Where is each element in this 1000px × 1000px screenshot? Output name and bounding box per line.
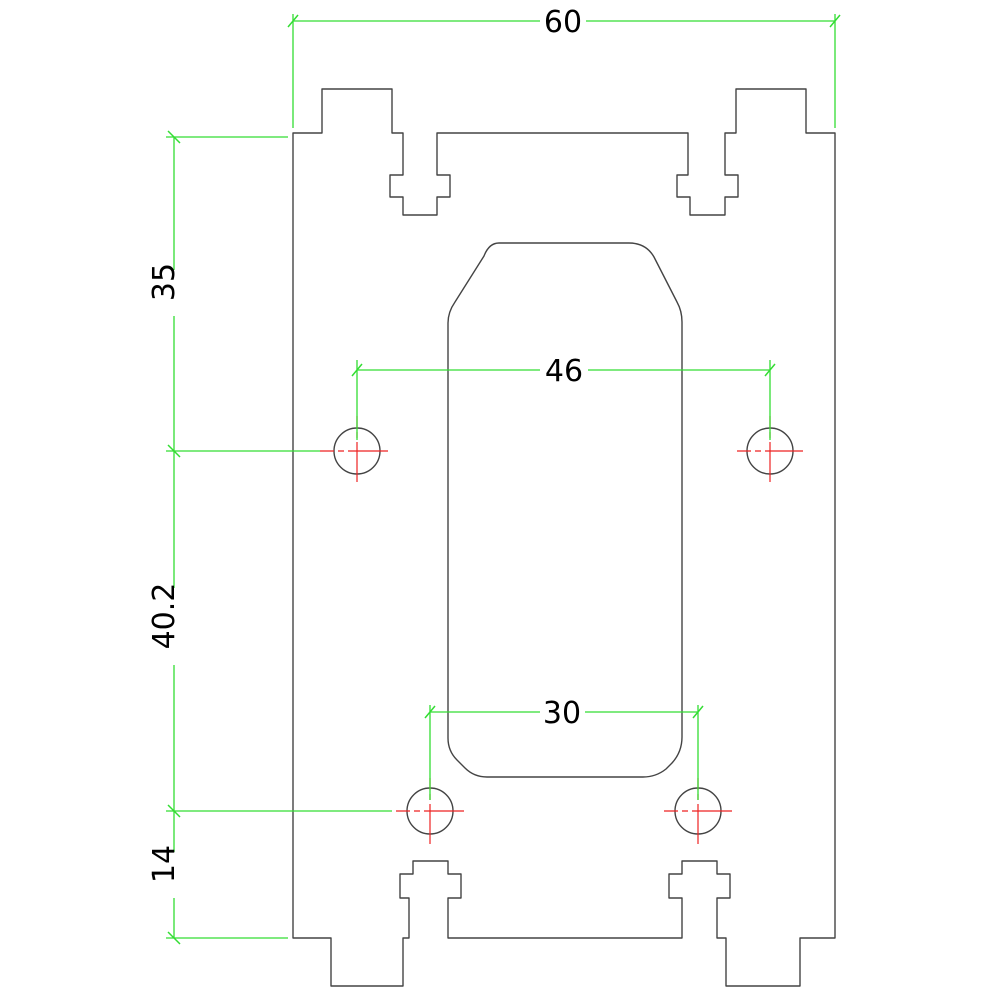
dimension-label-upper-to-lower-holes: 40.2: [147, 583, 182, 650]
dimension-label-lower-hole-spacing: 30: [543, 696, 581, 731]
mounting-hole-upper-left: [320, 416, 390, 484]
dimension-upper-hole-spacing: 46: [351, 354, 776, 440]
dimension-vertical-chain: 35 40.2 14: [147, 130, 392, 945]
dimension-label-upper-hole-spacing: 46: [545, 354, 583, 389]
dimension-overall-width: 60: [287, 5, 841, 128]
dimension-lower-hole-spacing: 30: [424, 696, 704, 800]
dimension-label-overall-width: 60: [544, 5, 582, 40]
dimension-label-lower-holes-to-bottom: 14: [147, 845, 182, 883]
dimension-label-top-to-upper-holes: 35: [147, 263, 182, 301]
center-window-cutout: [447, 242, 683, 778]
plate-outline: [292, 88, 836, 987]
